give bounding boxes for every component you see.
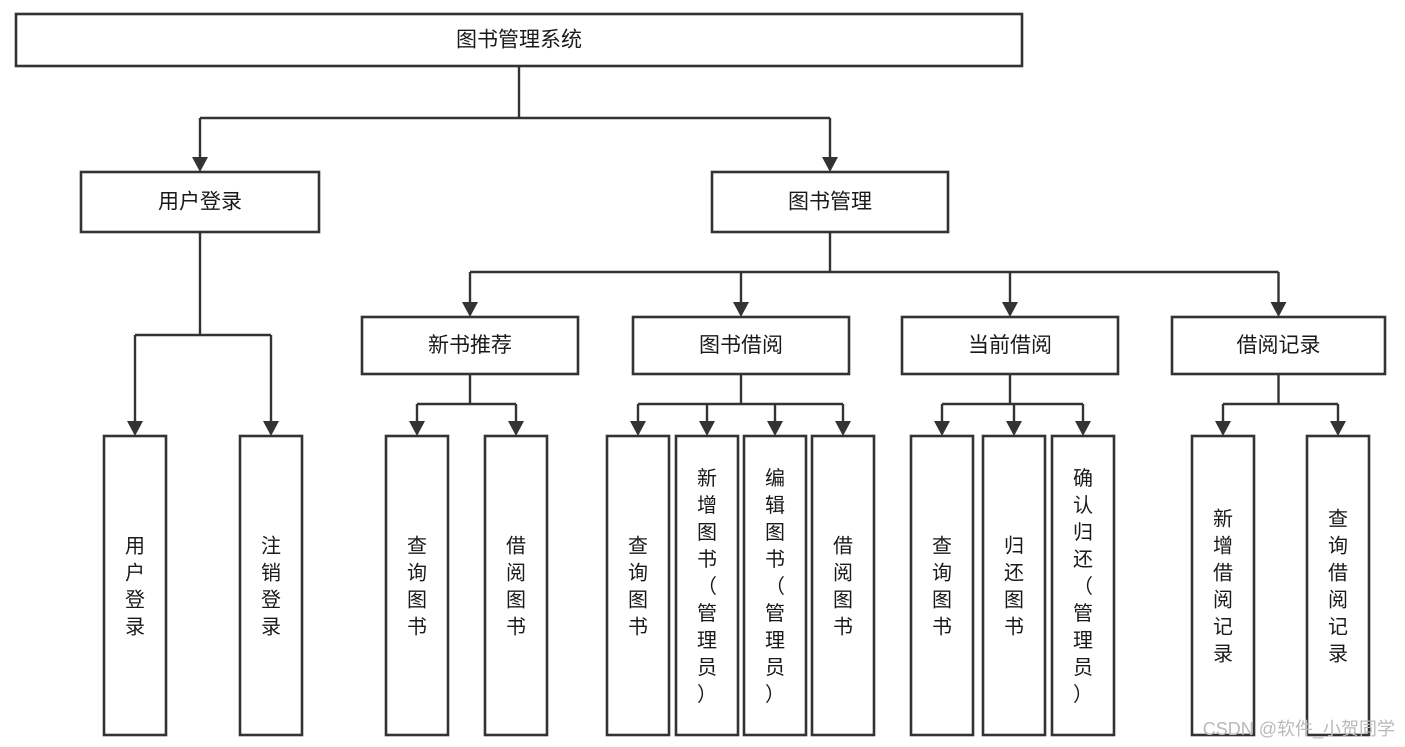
leaf-add-borrow-record[interactable]: 新增借阅记录 [1190,434,1256,737]
leaf-add-book-admin[interactable]: 新增图书（管理员） [674,434,740,737]
watermark-label: CSDN @软件_小贺同学 [1202,719,1395,739]
leaf-query-book-recommend[interactable]: 查询图书 [384,434,450,737]
leaf-query-book-current-label: 查询图书 [932,535,952,639]
leaf-user-login[interactable]: 用户登录 [102,434,168,737]
arrow-head-icon [409,421,425,436]
leaf-borrow-book-recommend[interactable]: 借阅图书 [483,434,549,737]
arrow-head-icon [192,157,208,172]
node-user-login[interactable]: 用户登录 [79,170,321,234]
leaf-query-book-borrow[interactable]: 查询图书 [605,434,671,737]
leaf-edit-book-admin-box [742,434,808,737]
leaf-add-borrow-record-label: 新增借阅记录 [1213,508,1233,666]
arrow-head-icon [822,157,838,172]
node-new-book-recommend-box [360,315,580,376]
leaf-query-borrow-record-box [1305,434,1371,737]
leaf-confirm-return-admin-label: 确认归还（管理员） [1073,467,1093,706]
arrow-head-icon [934,421,950,436]
node-borrow-record[interactable]: 借阅记录 [1170,315,1387,376]
leaf-add-book-admin-label: 新增图书（管理员） [697,467,717,706]
leaf-return-book-box [981,434,1047,737]
root-node-label: 图书管理系统 [456,29,582,52]
arrow-head-icon [462,302,478,317]
arrow-head-icon [733,302,749,317]
leaf-confirm-return-admin-box [1050,434,1116,737]
node-current-borrow-label: 当前借阅 [968,334,1052,357]
node-current-borrow-box [900,315,1120,376]
arrow-head-icon [508,421,524,436]
arrow-head-icon [1075,421,1091,436]
arrow-head-icon [1215,421,1231,436]
arrow-head-icon [699,421,715,436]
node-book-borrow[interactable]: 图书借阅 [631,315,851,376]
leaf-borrow-book-recommend-label: 借阅图书 [506,535,526,639]
leaf-return-book-label: 归还图书 [1004,535,1024,639]
arrow-head-icon [127,421,143,436]
leaf-borrow-book-label: 借阅图书 [833,535,853,639]
leaf-query-book-current[interactable]: 查询图书 [909,434,975,737]
leaf-return-book[interactable]: 归还图书 [981,434,1047,737]
node-current-borrow[interactable]: 当前借阅 [900,315,1120,376]
node-book-management-box [710,170,950,234]
leaf-borrow-book-recommend-box [483,434,549,737]
node-layer: 图书管理系统用户登录图书管理新书推荐图书借阅当前借阅借阅记录用户登录注销登录查询… [14,12,1387,737]
arrow-head-icon [767,421,783,436]
node-borrow-record-label: 借阅记录 [1237,334,1321,357]
leaf-user-login-label: 用户登录 [125,536,145,639]
leaf-confirm-return-admin[interactable]: 确认归还（管理员） [1050,434,1116,737]
leaf-edit-book-admin[interactable]: 编辑图书（管理员） [742,434,808,737]
leaf-user-logout[interactable]: 注销登录 [238,434,304,737]
node-book-borrow-box [631,315,851,376]
leaf-query-book-recommend-box [384,434,450,737]
node-new-book-recommend-label: 新书推荐 [428,334,512,357]
leaf-query-book-recommend-label: 查询图书 [407,535,427,639]
node-borrow-record-box [1170,315,1387,376]
connector-layer [127,66,1346,436]
root-node-box [14,12,1024,68]
leaf-query-book-borrow-label: 查询图书 [628,535,648,639]
leaf-query-book-current-box [909,434,975,737]
leaf-edit-book-admin-label: 编辑图书（管理员） [765,467,785,706]
leaf-user-login-box [102,434,168,737]
leaf-query-borrow-record[interactable]: 查询借阅记录 [1305,434,1371,737]
arrow-head-icon [1002,302,1018,317]
leaf-query-book-borrow-box [605,434,671,737]
arrow-head-icon [630,421,646,436]
arrow-head-icon [1330,421,1346,436]
leaf-borrow-book[interactable]: 借阅图书 [810,434,876,737]
node-book-management[interactable]: 图书管理 [710,170,950,234]
leaf-add-borrow-record-box [1190,434,1256,737]
node-book-management-label: 图书管理 [788,191,872,214]
root-node[interactable]: 图书管理系统 [14,12,1024,68]
leaf-borrow-book-box [810,434,876,737]
leaf-add-book-admin-box [674,434,740,737]
arrow-head-icon [1270,302,1287,317]
leaf-user-logout-box [238,434,304,737]
node-user-login-box [79,170,321,234]
leaf-query-borrow-record-label: 查询借阅记录 [1328,508,1348,666]
arrow-head-icon [1006,421,1022,436]
leaf-user-logout-label: 注销登录 [261,535,281,639]
node-user-login-label: 用户登录 [158,191,242,214]
arrow-head-icon [263,421,279,436]
node-book-borrow-label: 图书借阅 [699,334,783,357]
arrow-head-icon [835,421,851,436]
node-new-book-recommend[interactable]: 新书推荐 [360,315,580,376]
